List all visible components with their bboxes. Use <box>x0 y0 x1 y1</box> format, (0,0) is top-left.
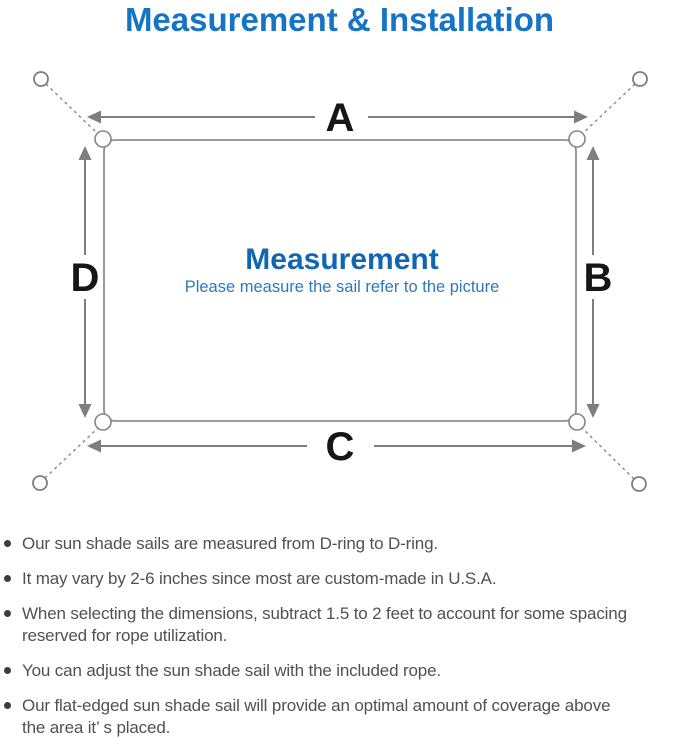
dimension-d: D <box>71 146 100 418</box>
arrowhead-icon-a-left <box>87 110 101 124</box>
arrowhead-icon-a-right <box>574 110 588 124</box>
d-ring-icon-bottom-right <box>568 413 586 431</box>
measurement-diagram-canvas: A C D B Measurement Pl <box>32 71 648 492</box>
rope-dash-line-bottom-left <box>44 427 99 479</box>
note-item: Our sun shade sails are measured from D-… <box>4 533 677 555</box>
note-item: You can adjust the sun shade sail with t… <box>4 660 677 682</box>
note-text: Our sun shade sails are measured from D-… <box>22 534 438 553</box>
page-title: Measurement & Installation <box>124 1 555 38</box>
dimension-a: A <box>87 96 588 140</box>
rope-dash-line-bottom-right <box>581 427 635 480</box>
d-ring-icon-top-left <box>94 130 112 148</box>
sail-outline <box>103 139 577 422</box>
note-text: Our flat-edged sun shade sail will provi… <box>22 696 611 737</box>
bullet-dot-icon <box>4 667 11 674</box>
anchor-ring-icon-bottom-right <box>631 476 647 492</box>
notes-list: Our sun shade sails are measured from D-… <box>4 533 677 752</box>
sail-caption-subtitle: Please measure the sail refer to the pic… <box>185 278 500 296</box>
d-ring-icon-top-right <box>568 130 586 148</box>
anchor-ring-icon-top-left <box>33 71 49 87</box>
arrowhead-icon-b-top <box>586 146 600 160</box>
dimension-c-label: C <box>326 425 355 469</box>
arrowhead-icon-d-top <box>78 146 92 160</box>
rope-dash-line-top-left <box>45 83 99 135</box>
dimension-a-label: A <box>326 96 355 140</box>
bullet-dot-icon <box>4 702 11 709</box>
anchor-ring-icon-top-right <box>632 71 648 87</box>
note-item: Our flat-edged sun shade sail will provi… <box>4 695 677 739</box>
arrowhead-icon-d-bottom <box>78 404 92 418</box>
note-text: When selecting the dimensions, subtract … <box>22 604 627 645</box>
bullet-dot-icon <box>4 575 11 582</box>
arrowhead-icon-c-left <box>87 439 101 453</box>
note-text: It may vary by 2-6 inches since most are… <box>22 569 497 588</box>
rope-dash-line-top-right <box>581 83 636 135</box>
arrowhead-icon-b-bottom <box>586 404 600 418</box>
arrowhead-icon-c-right <box>572 439 586 453</box>
dimension-c: C <box>87 425 586 469</box>
corner-d-rings <box>94 130 586 431</box>
d-ring-icon-bottom-left <box>94 413 112 431</box>
note-item: It may vary by 2-6 inches since most are… <box>4 568 677 590</box>
measurement-diagram: A C D B Measurement Pl <box>0 45 679 515</box>
rope-lines <box>44 83 636 480</box>
dimension-b-label: B <box>584 256 613 300</box>
bullet-dot-icon <box>4 540 11 547</box>
anchor-ring-icon-bottom-left <box>32 475 48 491</box>
dimension-d-label: D <box>71 256 100 300</box>
dimension-b: B <box>584 146 613 418</box>
note-item: When selecting the dimensions, subtract … <box>4 603 677 647</box>
anchor-points <box>32 71 648 492</box>
sail-caption: Measurement Please measure the sail refe… <box>185 243 500 296</box>
sail-caption-title: Measurement <box>245 243 438 276</box>
sail-rectangle <box>103 139 577 422</box>
note-text: You can adjust the sun shade sail with t… <box>22 661 441 680</box>
bullet-dot-icon <box>4 610 11 617</box>
